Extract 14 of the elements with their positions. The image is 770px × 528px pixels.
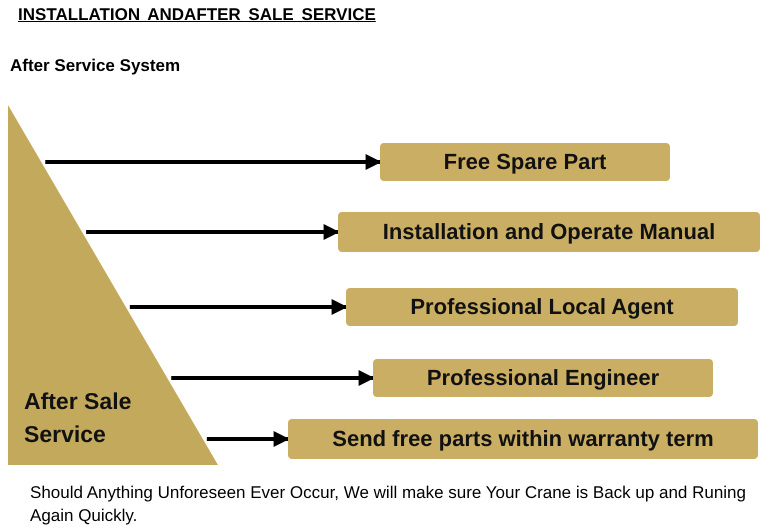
service-box: Free Spare Part — [380, 143, 670, 181]
arrow — [206, 431, 290, 447]
arrow — [86, 224, 340, 240]
subtitle: After Service System — [10, 56, 180, 76]
service-box: Professional Engineer — [373, 359, 713, 397]
triangle-label: After Sale Service — [24, 387, 132, 449]
arrow — [171, 370, 375, 386]
service-box: Installation and Operate Manual — [338, 212, 760, 252]
service-box: Send free parts within warranty term — [288, 419, 758, 459]
caption: Should Anything Unforeseen Ever Occur, We will make sure Your Crane is Back up and Runing Again Quickly. — [30, 482, 747, 527]
arrow — [130, 299, 348, 315]
service-box: Professional Local Agent — [346, 288, 738, 326]
page-title: INSTALLATION ANDAFTER SALE SERVICE — [18, 5, 376, 25]
arrow — [45, 154, 382, 170]
